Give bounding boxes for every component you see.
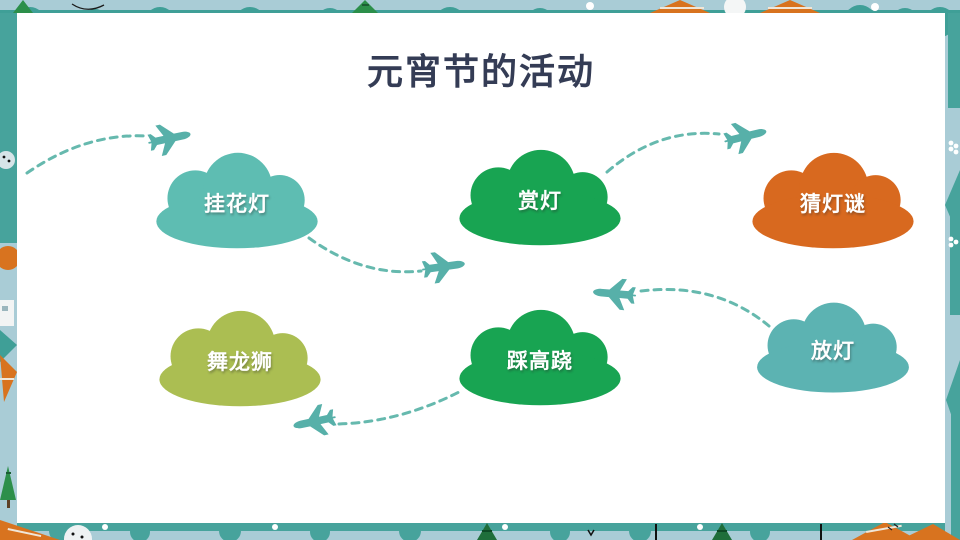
cloud-shape — [159, 310, 321, 407]
cloud-label: 赏灯 — [518, 190, 562, 213]
cloud-dragon-lion-dance: 舞龙狮 — [152, 308, 328, 410]
slide-title: 元宵节的活动 — [366, 51, 595, 92]
cloud-label: 踩高跷 — [507, 350, 573, 373]
cloud-viewing-lanterns: 赏灯 — [452, 146, 628, 250]
cloud-shape — [459, 149, 621, 246]
cloud-label: 挂花灯 — [204, 193, 270, 216]
cloud-label: 舞龙狮 — [207, 351, 273, 374]
slide-canvas: 元宵节的活动 — [17, 13, 945, 523]
cloud-label: 猜灯谜 — [800, 193, 866, 216]
cloud-label: 放灯 — [811, 340, 855, 363]
cloud-shape — [459, 309, 621, 406]
cloud-stilt-walking: 踩高跷 — [452, 306, 628, 410]
cloud-shape — [752, 152, 914, 249]
cloud-shape — [156, 152, 318, 249]
cloud-hanging-lanterns: 挂花灯 — [148, 150, 326, 252]
cloud-lantern-riddles: 猜灯谜 — [745, 150, 921, 252]
cloud-releasing-lanterns: 放灯 — [748, 300, 918, 396]
cloud-shape — [757, 302, 909, 393]
